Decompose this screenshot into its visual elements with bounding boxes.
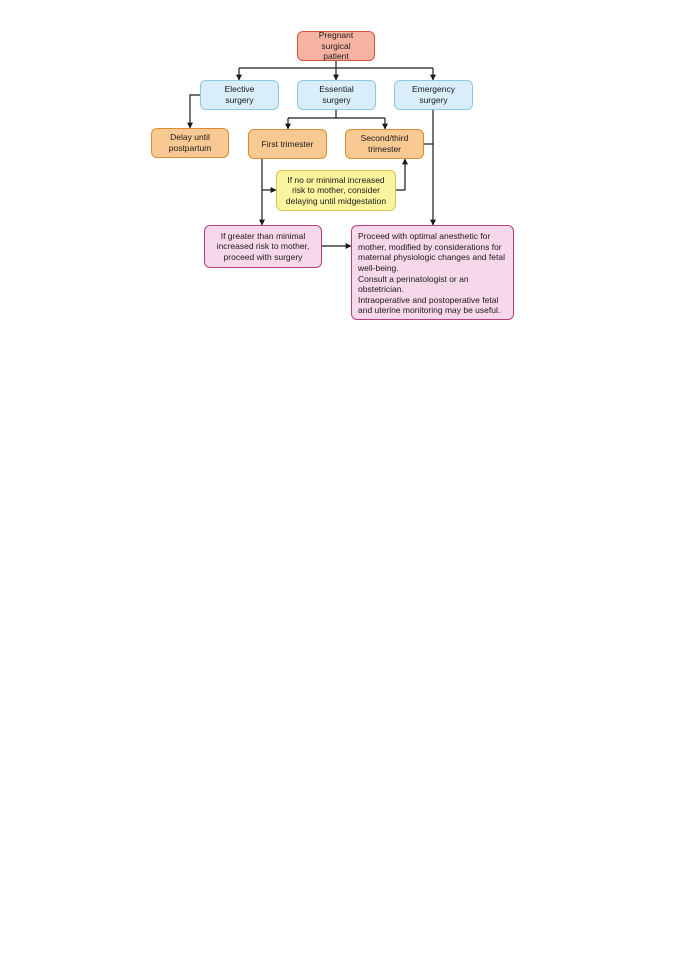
node-delay-until-postpartum: Delay until postpartum (151, 128, 229, 158)
node-essential-surgery: Essential surgery (297, 80, 376, 110)
node-elective-surgery: Elective surgery (200, 80, 279, 110)
connector-elective-to-delay (187, 94, 201, 129)
node-second-third-trimester: Second/third trimester (345, 129, 424, 159)
node-pregnant-surgical-patient: Pregnant surgical patient (297, 30, 375, 61)
node-emergency-surgery: Emergency surgery (394, 80, 473, 110)
node-greater-risk-proceed: If greater than minimal increased risk t… (204, 225, 322, 268)
node-minimal-risk-delay: If no or minimal increased risk to mothe… (276, 170, 396, 211)
connector-minimal-risk-to-second-third (396, 158, 408, 191)
node-first-trimester: First trimester (248, 129, 327, 159)
node-proceed-optimal-anesthetic: Proceed with optimal anesthetic for moth… (351, 225, 514, 320)
